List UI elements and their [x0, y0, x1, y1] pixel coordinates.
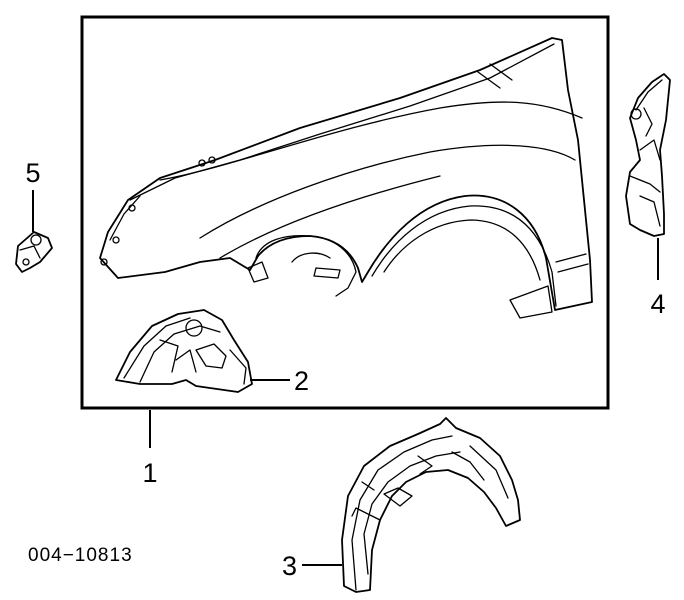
fender-liner-front-part [115, 309, 253, 393]
callout-1: 1 [142, 458, 157, 488]
figure-code: 004−10813 [28, 545, 133, 566]
callout-4: 4 [650, 289, 665, 319]
assembly-frame [80, 15, 610, 410]
fender-clip-part [15, 231, 53, 273]
fender-bracket-part [625, 73, 671, 237]
fender-part [99, 37, 593, 319]
wheelhouse-liner-part [341, 417, 521, 593]
callout-3: 3 [282, 551, 297, 581]
callout-2: 2 [294, 366, 309, 396]
callout-5: 5 [25, 158, 40, 188]
